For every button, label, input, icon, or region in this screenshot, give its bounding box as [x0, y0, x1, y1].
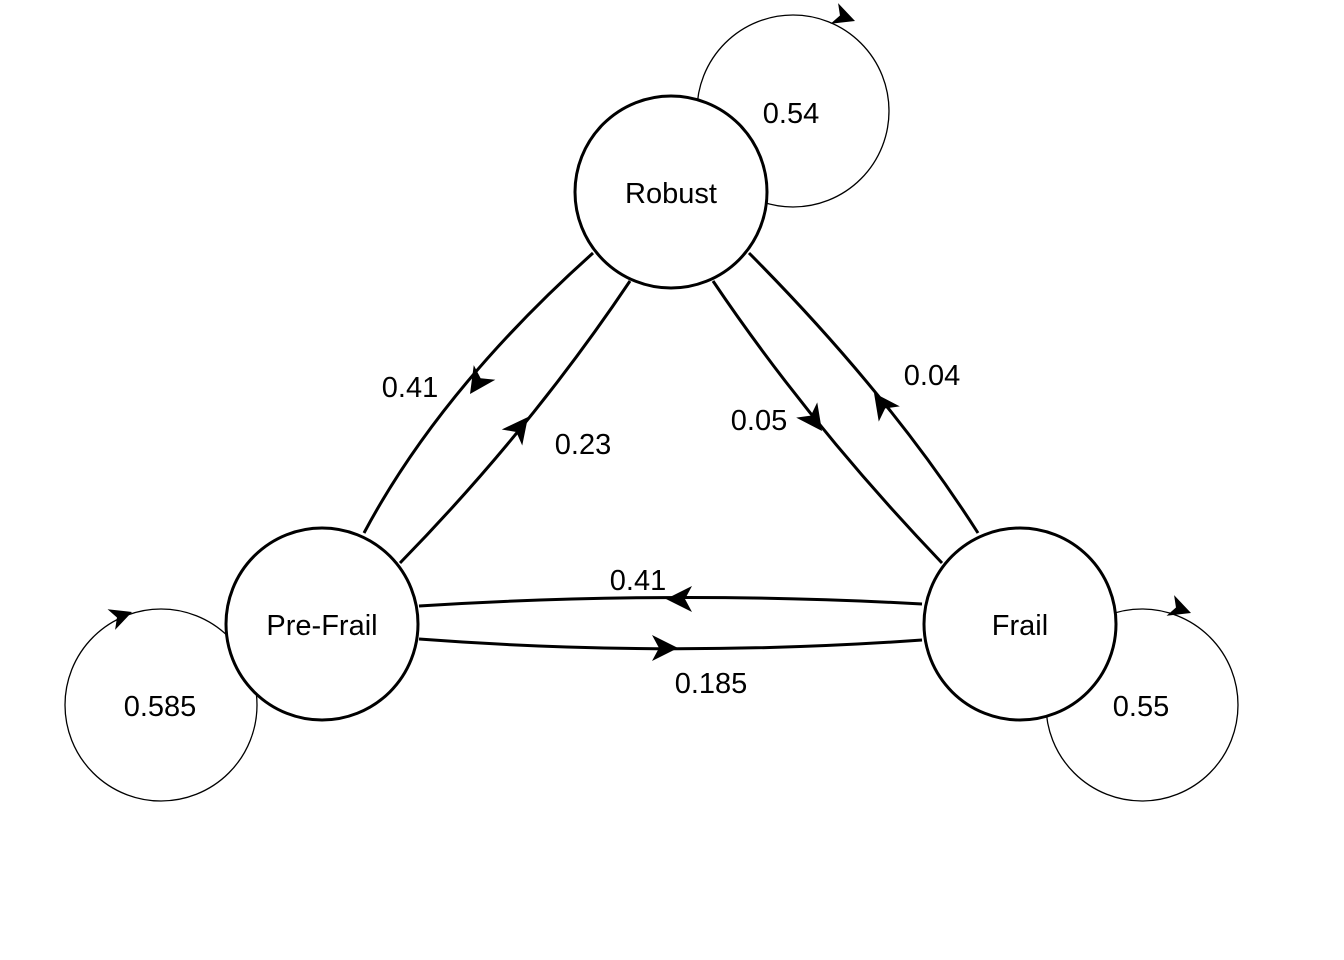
node-frail: Frail	[922, 526, 1118, 722]
loop-label-robust: 0.54	[763, 98, 819, 130]
node-prefrail-label: Pre-Frail	[266, 610, 377, 642]
edge-label-prefrail-to-frail: 0.185	[675, 668, 748, 700]
edge-label-robust-to-frail: 0.05	[731, 405, 787, 437]
edge-label-frail-to-robust: 0.04	[904, 360, 960, 392]
node-robust: Robust	[573, 94, 769, 290]
arrowhead-prefrail-loop	[107, 609, 132, 630]
arrowhead-robust-loop	[830, 3, 855, 24]
node-robust-label: Robust	[625, 178, 717, 210]
arrowhead-frail-loop	[1166, 595, 1191, 616]
edge-label-robust-to-prefrail: 0.41	[382, 372, 438, 404]
arrowhead-robust-to-frail	[796, 402, 822, 431]
edge-label-prefrail-to-robust: 0.23	[555, 429, 611, 461]
node-prefrail-circle	[224, 526, 420, 722]
arrowhead-frail-to-prefrail	[666, 586, 692, 612]
arrowhead-robust-to-prefrail	[470, 365, 496, 394]
node-prefrail: Pre-Frail	[224, 526, 420, 722]
node-frail-circle	[922, 526, 1118, 722]
edge-robust-to-prefrail	[362, 251, 595, 534]
node-frail-label: Frail	[992, 610, 1048, 642]
prefrail-self-loop	[64, 608, 258, 802]
edge-frail-to-robust	[747, 251, 980, 534]
arrowhead-prefrail-to-robust	[501, 417, 528, 446]
arrowhead-prefrail-to-frail	[652, 635, 678, 661]
edge-label-frail-to-prefrail: 0.41	[610, 565, 666, 597]
node-robust-circle	[573, 94, 769, 290]
arrowhead-frail-to-robust	[874, 393, 900, 422]
loop-label-frail: 0.55	[1113, 691, 1169, 723]
loop-label-prefrail: 0.585	[124, 691, 197, 723]
